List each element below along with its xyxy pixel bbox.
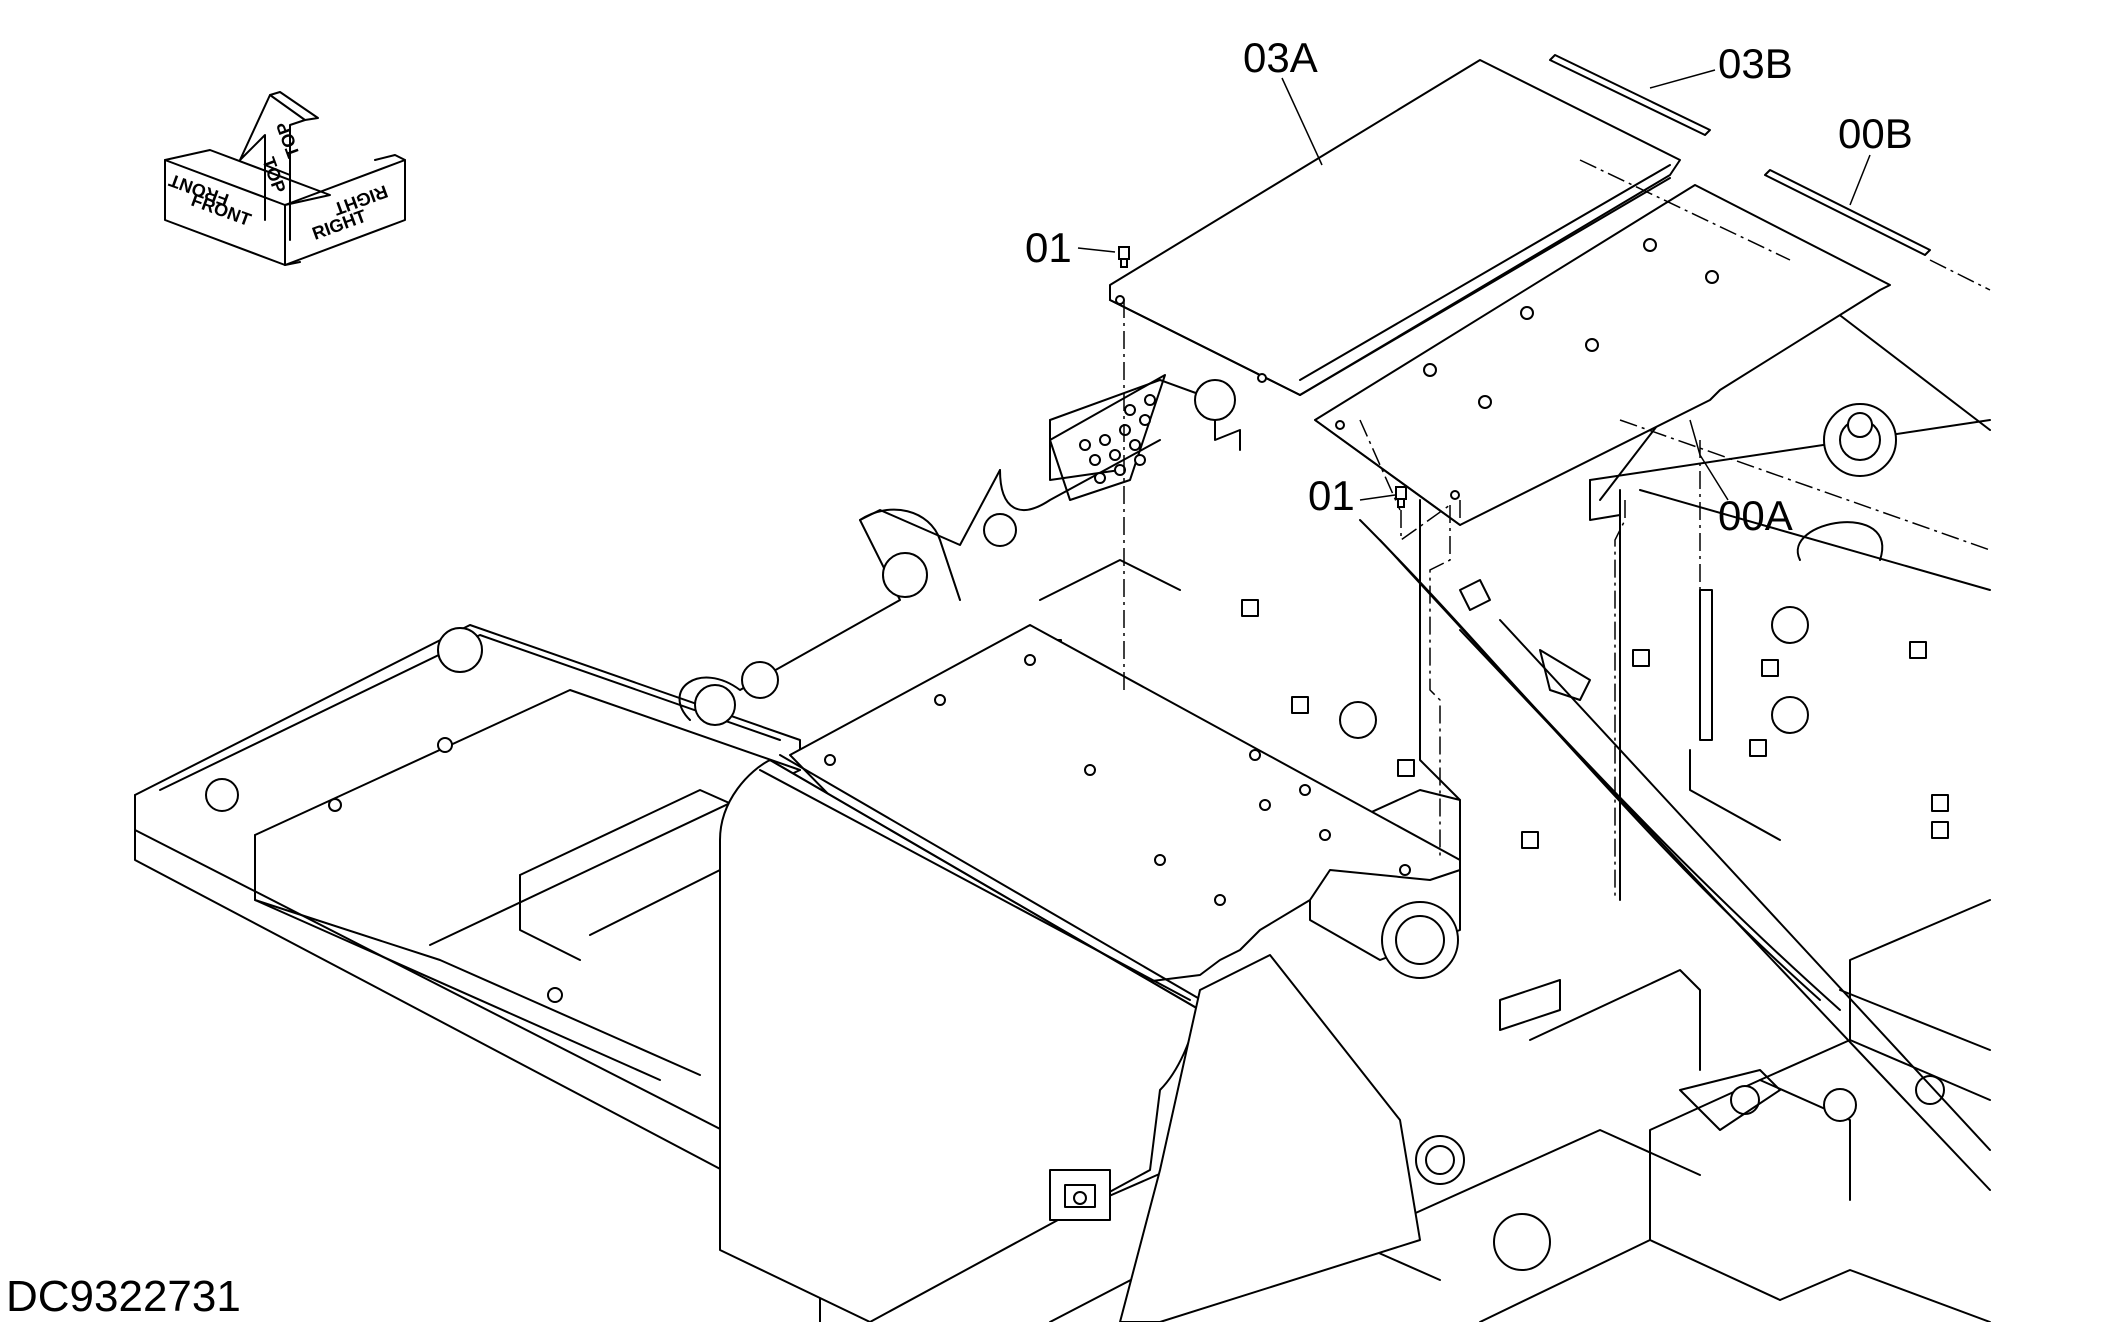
- machine-frame: [134, 299, 1991, 1322]
- cover-00A: [1314, 184, 1891, 526]
- bolt-01-upper: [1118, 246, 1130, 268]
- cover-00A-bolts: [1335, 238, 1719, 500]
- callout-01-lower: 01: [1308, 472, 1355, 519]
- callout-labels: 03A 03B 00B 00A 01 01: [1025, 34, 1913, 539]
- orientation-indicator: FRONT FRONT TOP TOP RIGHT RIGHT: [164, 91, 406, 266]
- callout-03A: 03A: [1243, 34, 1318, 81]
- strip-00B: [1764, 169, 1931, 256]
- drawing-id: DC9322731: [6, 1272, 241, 1321]
- lower-mounting-panel: [719, 624, 1465, 1322]
- bolt-01-lower: [1395, 486, 1407, 508]
- callout-00A: 00A: [1718, 492, 1793, 539]
- step-plate-holes: [1079, 394, 1156, 484]
- callout-01-upper: 01: [1025, 224, 1072, 271]
- callout-03B: 03B: [1718, 40, 1793, 87]
- leader-lines: [1077, 69, 1871, 501]
- callout-00B: 00B: [1838, 110, 1913, 157]
- clip-brackets: [1044, 589, 1949, 849]
- cover-03A: [1109, 59, 1681, 396]
- alignment-lines: [1123, 159, 1991, 900]
- strip-03B: [1549, 54, 1711, 136]
